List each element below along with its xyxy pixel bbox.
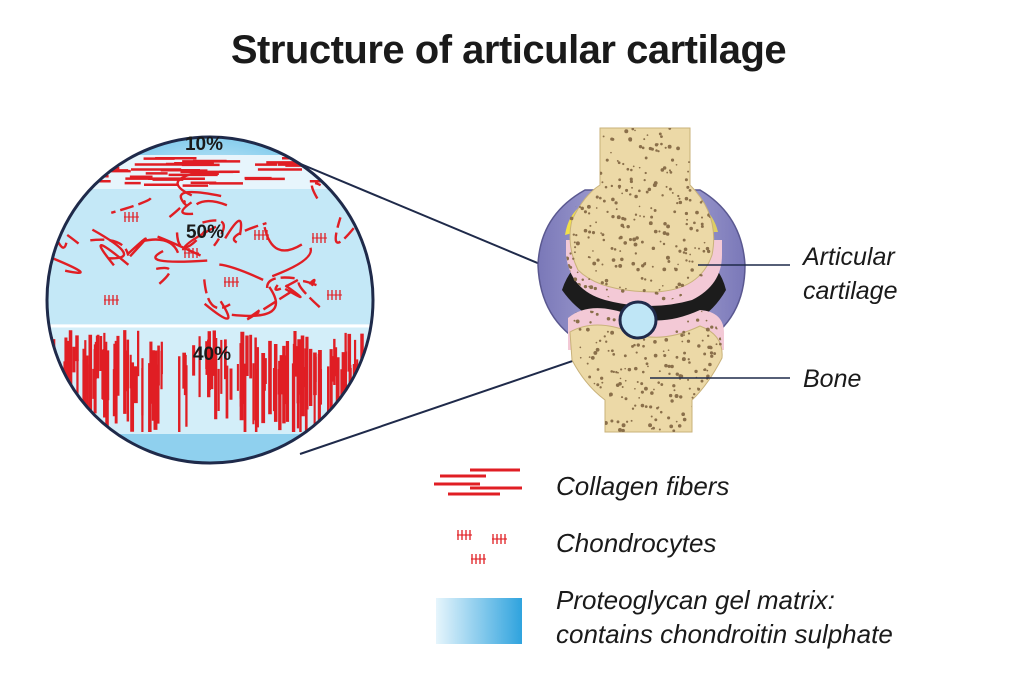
legend-collagen-symbol: [434, 468, 522, 496]
zone-middle-percent: 50%: [186, 222, 224, 243]
legend-chondrocyte-symbol: [457, 530, 507, 564]
label-articular-cartilage-line1: Articular: [803, 243, 895, 271]
label-bone: Bone: [803, 365, 862, 393]
zone-superficial-percent: 10%: [185, 134, 223, 155]
magnified-spot: [618, 300, 658, 340]
legend-matrix-label-line1: Proteoglycan gel matrix:: [556, 585, 835, 615]
legend-matrix-label-line2: contains chondroitin sulphate: [556, 619, 893, 649]
label-articular-cartilage-line2: cartilage: [803, 277, 898, 305]
middle-chondrocytes: [104, 212, 342, 305]
legend-collagen-label: Collagen fibers: [556, 471, 730, 501]
zone-deep-percent: 40%: [193, 344, 231, 365]
legend-chondrocytes-label: Chondrocytes: [556, 528, 717, 558]
magnified-cartilage-circle: 10% 50% 40%: [45, 134, 375, 465]
joint-illustration: [537, 127, 790, 433]
legend-matrix-swatch: [436, 598, 522, 644]
page-title: Structure of articular cartilage: [230, 28, 787, 72]
